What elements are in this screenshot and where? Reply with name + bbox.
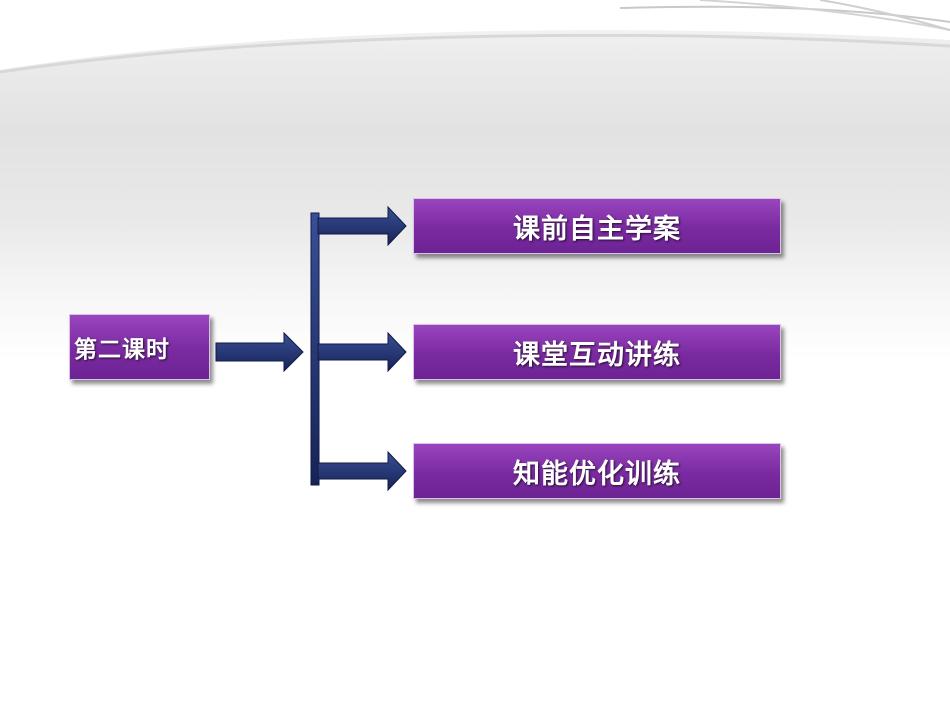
branch-label: 知能优化训练 xyxy=(513,458,681,490)
root-arrow xyxy=(215,331,304,373)
branch-label: 课前自主学案 xyxy=(513,213,681,245)
root-label: 第二课时 xyxy=(74,337,170,363)
branch-arrow-2 xyxy=(317,331,407,373)
branch-box-practice[interactable]: 知能优化训练 xyxy=(413,443,781,499)
branch-label: 课堂互动讲练 xyxy=(513,339,681,371)
root-box[interactable]: 第二课时 xyxy=(69,314,210,380)
branch-arrow-3 xyxy=(317,450,407,492)
branch-arrow-1 xyxy=(317,205,407,247)
branch-box-in-class[interactable]: 课堂互动讲练 xyxy=(413,324,781,380)
branch-box-pre-class[interactable]: 课前自主学案 xyxy=(413,198,781,254)
